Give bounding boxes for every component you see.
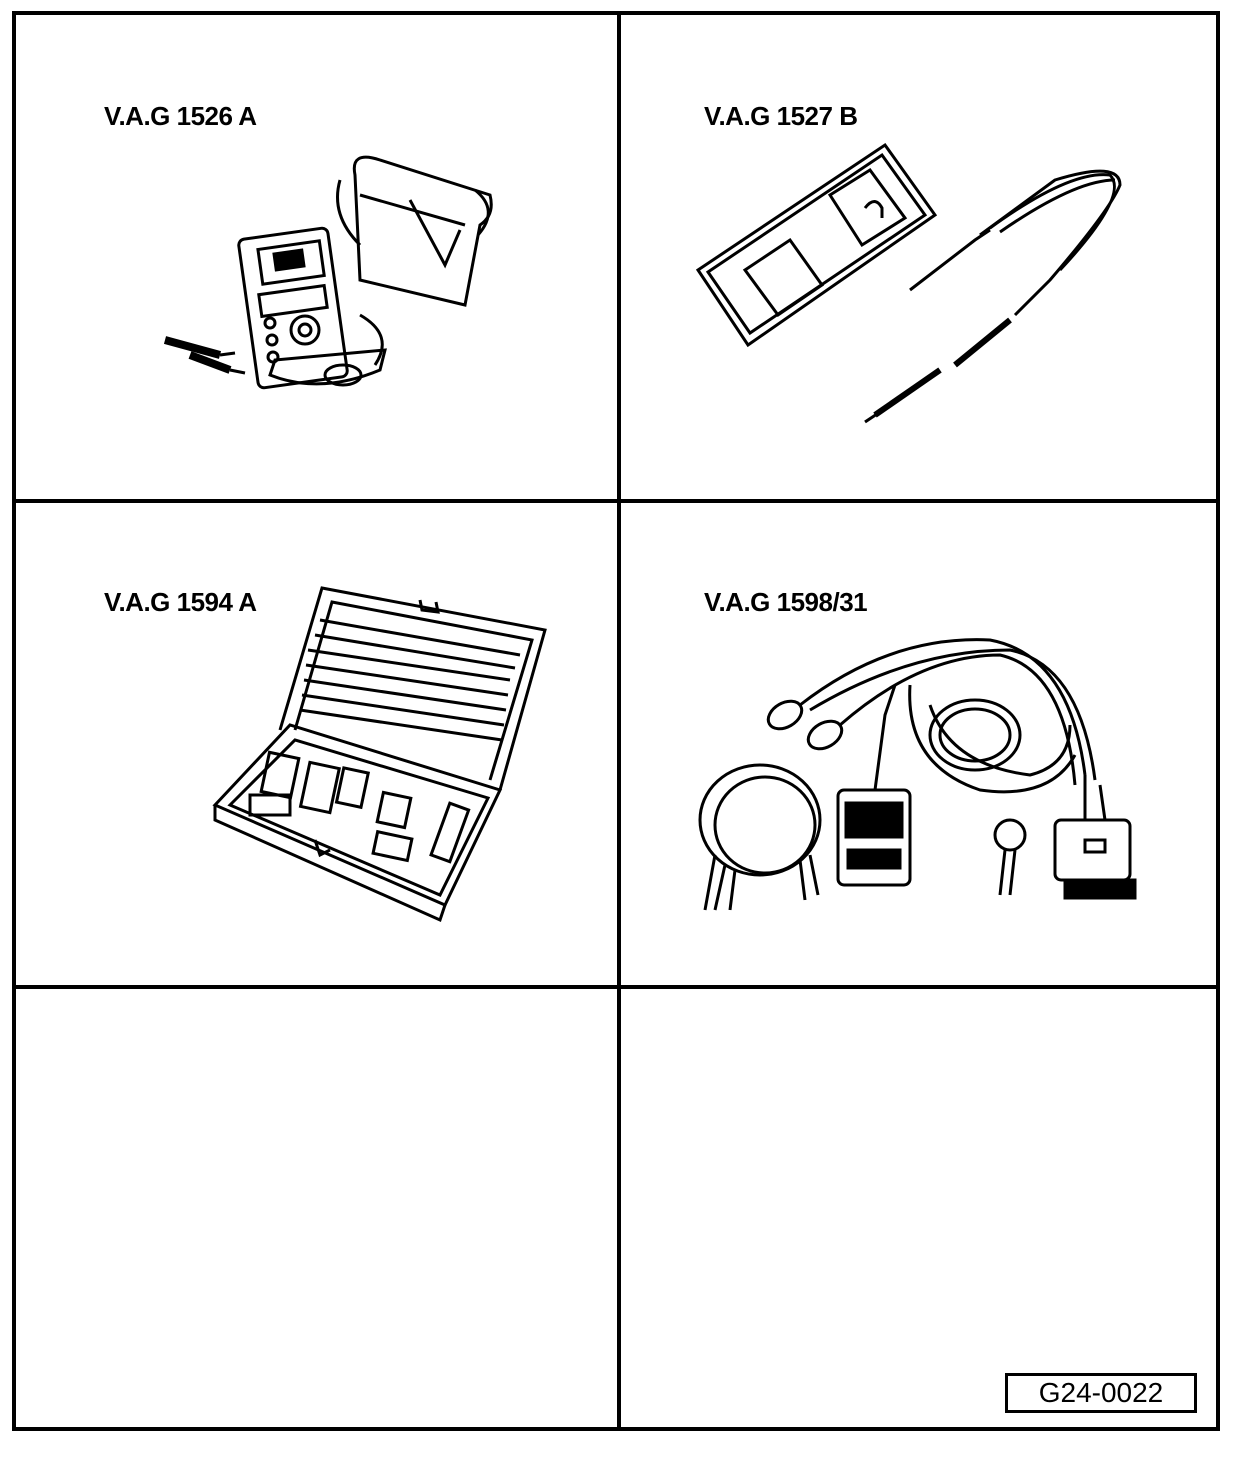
tool-label-vag-1594a: V.A.G 1594 A [104,587,257,617]
figure-reference-number: G24-0022 [1005,1373,1197,1413]
tool-label-vag-1598-31: V.A.G 1598/31 [704,587,868,617]
grid-divider-vertical [617,15,621,1427]
multimeter-with-case-icon [163,155,493,390]
tool-grid [12,11,1220,1431]
grid-divider-horizontal-1 [16,499,1216,503]
grid-divider-horizontal-2 [16,985,1216,989]
test-box-cable-harness-icon [698,638,1137,911]
tool-label-vag-1526a: V.A.G 1526 A [104,101,257,131]
adapter-cable-kit-case-icon [212,586,547,923]
tool-label-vag-1527b: V.A.G 1527 B [704,101,858,131]
voltage-tester-with-probes-icon [695,142,1122,424]
